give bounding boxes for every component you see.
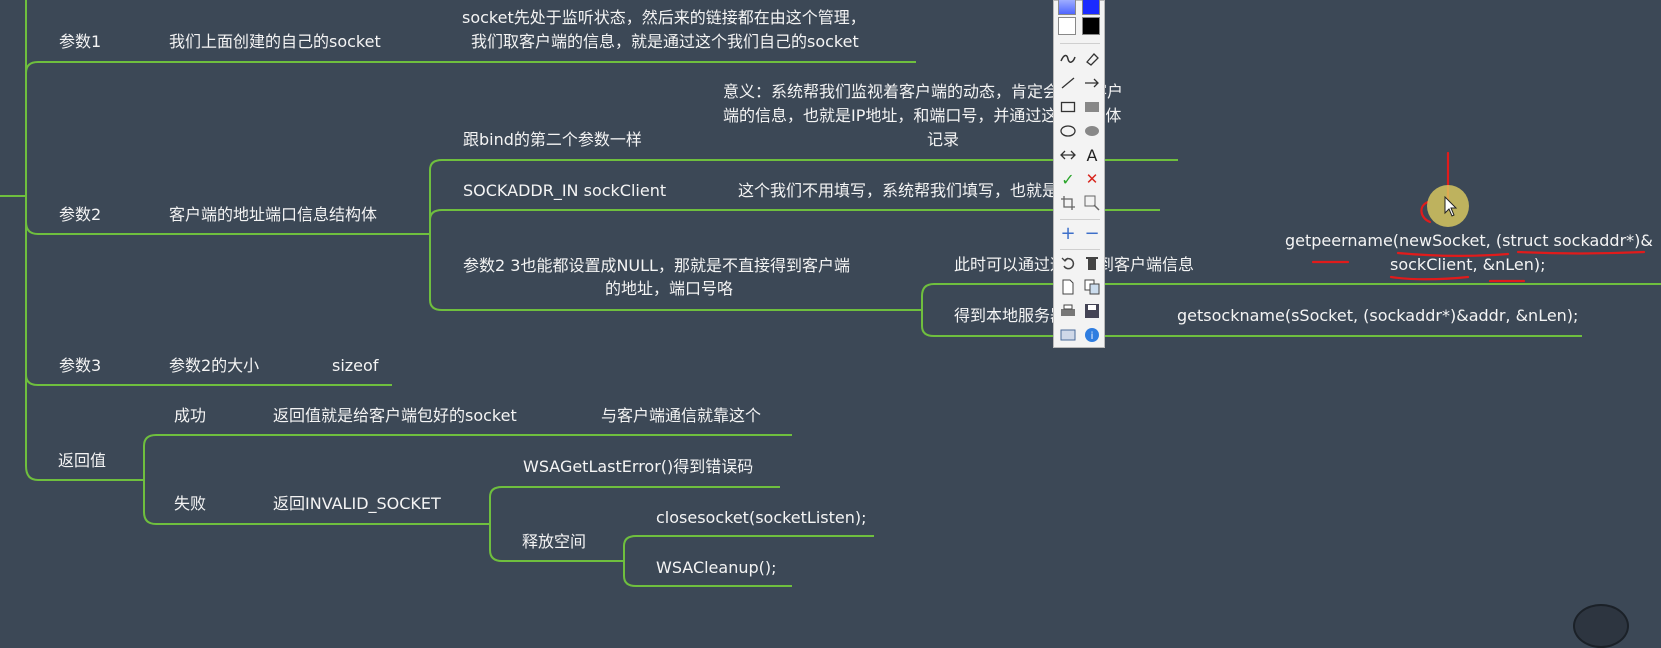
return-fail-err[interactable]: WSAGetLastError()得到错误码 bbox=[523, 457, 754, 476]
save-icon[interactable] bbox=[1082, 301, 1102, 321]
crop-icon[interactable] bbox=[1058, 193, 1078, 213]
param2-b1-note-line1[interactable]: 意义：系统帮我们监视着客户端的动态，肯定会记录客户 bbox=[723, 82, 1124, 101]
param2-label[interactable]: 参数2 bbox=[59, 205, 102, 224]
print-icon[interactable] bbox=[1058, 301, 1078, 321]
param3-label[interactable]: 参数3 bbox=[59, 356, 102, 375]
color-swatch-black[interactable] bbox=[1082, 17, 1100, 35]
param2-c1-code-line1[interactable]: getpeername(newSocket, (struct sockaddr*… bbox=[1285, 231, 1653, 250]
param2-b2-text[interactable]: SOCKADDR_IN sockClient bbox=[463, 181, 667, 200]
arrow-icon[interactable] bbox=[1082, 73, 1102, 93]
mouse-pointer-icon bbox=[1444, 196, 1458, 217]
drawing-toolbar: A ✓ ✕ + − i bbox=[1053, 0, 1105, 348]
zoom-out-icon[interactable]: − bbox=[1084, 222, 1100, 244]
svg-text:i: i bbox=[1091, 331, 1094, 342]
param1-label[interactable]: 参数1 bbox=[59, 32, 102, 51]
ellipse-icon[interactable] bbox=[1058, 121, 1078, 141]
param3-note[interactable]: sizeof bbox=[332, 356, 379, 375]
color-swatch-blue-light[interactable] bbox=[1058, 0, 1076, 15]
param3-desc[interactable]: 参数2的大小 bbox=[169, 356, 260, 375]
trash-icon[interactable] bbox=[1082, 253, 1102, 273]
return-success-label[interactable]: 成功 bbox=[174, 406, 207, 425]
param2-desc[interactable]: 客户端的地址端口信息结构体 bbox=[169, 205, 378, 224]
param2-b1-note-line3[interactable]: 记录 bbox=[927, 130, 960, 149]
filled-rectangle-icon[interactable] bbox=[1082, 97, 1102, 117]
return-fail-release[interactable]: 释放空间 bbox=[522, 532, 587, 551]
param2-c1-code-line2[interactable]: sockClient, &nLen); bbox=[1390, 255, 1546, 274]
zoom-icon[interactable] bbox=[1082, 193, 1102, 213]
undo-icon[interactable] bbox=[1058, 253, 1078, 273]
color-swatch-white[interactable] bbox=[1058, 17, 1076, 35]
param1-note-line2[interactable]: 我们取客户端的信息，就是通过这个我们自己的socket bbox=[471, 32, 859, 51]
param2-b3-text-line1[interactable]: 参数2 3也能都设置成NULL，那就是不直接得到客户端 bbox=[463, 256, 850, 275]
check-icon[interactable]: ✓ bbox=[1061, 169, 1075, 189]
line-icon[interactable] bbox=[1058, 73, 1078, 93]
return-success-desc[interactable]: 返回值就是给客户端包好的socket bbox=[273, 406, 517, 425]
copy-icon[interactable] bbox=[1082, 277, 1102, 297]
rectangle-icon[interactable] bbox=[1058, 97, 1078, 117]
corner-widget bbox=[1573, 604, 1629, 648]
new-page-icon[interactable] bbox=[1058, 277, 1078, 297]
param1-desc[interactable]: 我们上面创建的自己的socket bbox=[169, 32, 381, 51]
filled-ellipse-icon[interactable] bbox=[1082, 121, 1102, 141]
param1-note-line1[interactable]: socket先处于监听状态，然后来的链接都在由这个管理， bbox=[462, 8, 866, 27]
return-fail-label[interactable]: 失败 bbox=[174, 494, 207, 513]
return-label[interactable]: 返回值 bbox=[58, 451, 107, 470]
param2-c2-code[interactable]: getsockname(sSocket, (sockaddr*)&addr, &… bbox=[1177, 306, 1579, 325]
zoom-in-icon[interactable]: + bbox=[1060, 222, 1076, 244]
color-swatch-blue[interactable] bbox=[1082, 0, 1100, 15]
screenshot-icon[interactable] bbox=[1058, 325, 1078, 345]
cross-icon[interactable]: ✕ bbox=[1085, 170, 1099, 188]
freehand-icon[interactable] bbox=[1058, 49, 1078, 69]
info-icon[interactable]: i bbox=[1082, 325, 1102, 345]
eraser-icon[interactable] bbox=[1082, 49, 1102, 69]
param2-b1-note-line2[interactable]: 端的信息，也就是IP地址，和端口号，并通过这个结构体 bbox=[723, 106, 1122, 125]
double-arrow-icon[interactable] bbox=[1058, 145, 1078, 165]
return-success-note[interactable]: 与客户端通信就靠这个 bbox=[601, 406, 762, 425]
text-icon[interactable]: A bbox=[1086, 145, 1098, 165]
return-fail-desc[interactable]: 返回INVALID_SOCKET bbox=[273, 494, 441, 513]
param2-b2-note[interactable]: 这个我们不用填写，系统帮我们填写，也就是调用 bbox=[738, 181, 1091, 200]
param2-b3-text-line2[interactable]: 的地址，端口号咯 bbox=[605, 279, 734, 298]
return-fail-close[interactable]: closesocket(socketListen); bbox=[656, 508, 867, 527]
param2-b1-text[interactable]: 跟bind的第二个参数一样 bbox=[463, 130, 642, 149]
return-fail-cleanup[interactable]: WSACleanup(); bbox=[656, 558, 777, 577]
